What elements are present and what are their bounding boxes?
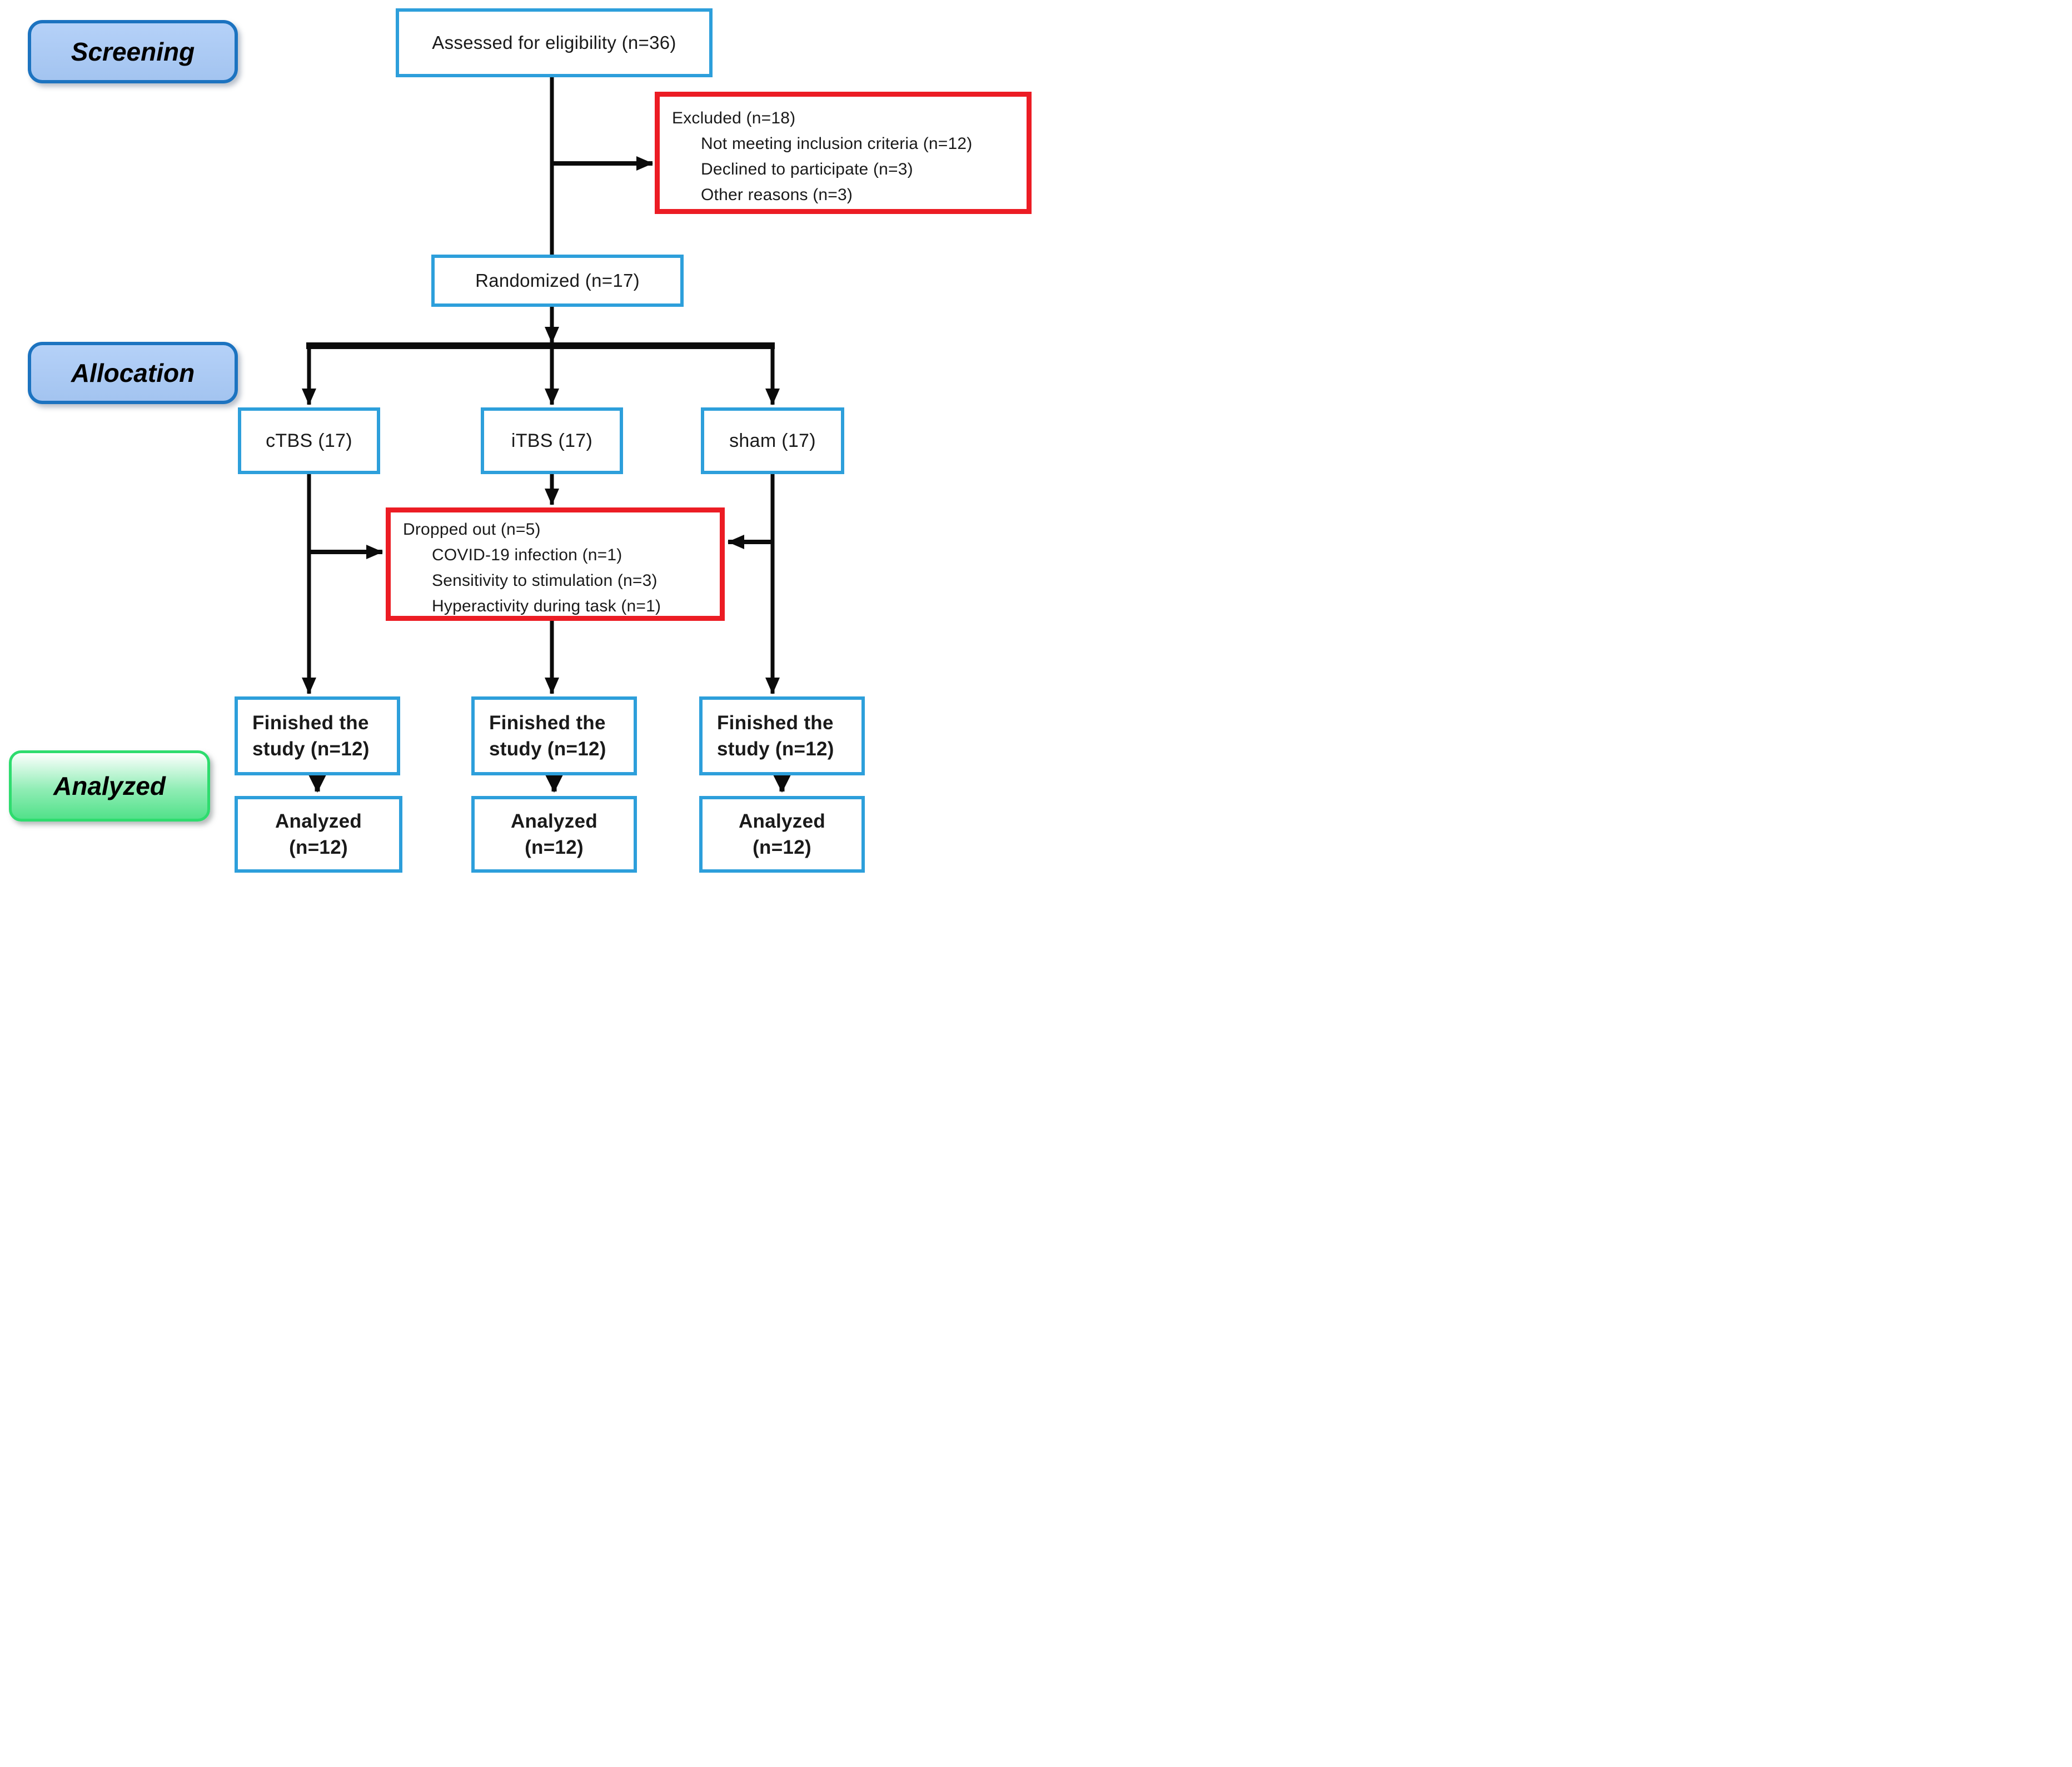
excluded-item: Not meeting inclusion criteria (n=12) bbox=[701, 135, 973, 153]
analyzed-itbs-line1: Analyzed bbox=[510, 810, 598, 832]
finished-box-sham: Finished the study (n=12) bbox=[699, 696, 865, 775]
arm-box-ctbs: cTBS (17) bbox=[238, 407, 380, 474]
dropped-out-list: Dropped out (n=5) COVID-19 infection (n=… bbox=[391, 517, 720, 619]
analyzed-sham-line1: Analyzed bbox=[738, 810, 826, 832]
stage-label-allocation: Allocation bbox=[28, 342, 238, 404]
finished-sham-line1: Finished the bbox=[717, 712, 834, 734]
excluded-item: Declined to participate (n=3) bbox=[701, 160, 913, 178]
analyzed-sham-line2: (n=12) bbox=[753, 837, 811, 858]
arm-ctbs-text: cTBS (17) bbox=[266, 430, 352, 451]
randomized-text: Randomized (n=17) bbox=[475, 270, 640, 291]
assessed-box: Assessed for eligibility (n=36) bbox=[396, 8, 713, 77]
analyzed-ctbs-line2: (n=12) bbox=[289, 837, 348, 858]
excluded-title: Excluded (n=18) bbox=[672, 109, 796, 127]
dropped-out-title: Dropped out (n=5) bbox=[403, 520, 541, 539]
assessed-text: Assessed for eligibility (n=36) bbox=[432, 32, 676, 53]
analyzed-ctbs-line1: Analyzed bbox=[275, 810, 362, 832]
arm-sham-text: sham (17) bbox=[729, 430, 816, 451]
flow-arrows bbox=[302, 77, 791, 793]
finished-box-ctbs: Finished the study (n=12) bbox=[235, 696, 400, 775]
dropped-out-box: Dropped out (n=5) COVID-19 infection (n=… bbox=[386, 507, 725, 621]
consort-flow-diagram: Screening Allocation Analyzed Assessed f… bbox=[0, 0, 1036, 884]
arm-itbs-text: iTBS (17) bbox=[511, 430, 593, 451]
finished-itbs-line2: study (n=12) bbox=[489, 738, 606, 760]
stage-label-screening: Screening bbox=[28, 20, 238, 83]
arm-box-itbs: iTBS (17) bbox=[481, 407, 623, 474]
dropped-out-item: Hyperactivity during task (n=1) bbox=[432, 597, 661, 615]
dropped-out-item: COVID-19 infection (n=1) bbox=[432, 546, 622, 564]
finished-ctbs-line2: study (n=12) bbox=[252, 738, 370, 760]
excluded-item: Other reasons (n=3) bbox=[701, 186, 853, 204]
finished-sham-line2: study (n=12) bbox=[717, 738, 834, 760]
finished-itbs-line1: Finished the bbox=[489, 712, 606, 734]
arm-box-sham: sham (17) bbox=[701, 407, 844, 474]
analyzed-itbs-line2: (n=12) bbox=[525, 837, 584, 858]
analyzed-box-ctbs: Analyzed (n=12) bbox=[235, 796, 402, 873]
excluded-box: Excluded (n=18) Not meeting inclusion cr… bbox=[655, 92, 1032, 214]
stage-label-allocation-text: Allocation bbox=[71, 359, 195, 387]
finished-box-itbs: Finished the study (n=12) bbox=[471, 696, 637, 775]
stage-label-analyzed: Analyzed bbox=[9, 750, 210, 822]
randomized-box: Randomized (n=17) bbox=[431, 255, 684, 307]
dropped-out-item: Sensitivity to stimulation (n=3) bbox=[432, 571, 658, 590]
analyzed-box-sham: Analyzed (n=12) bbox=[699, 796, 865, 873]
stage-label-screening-text: Screening bbox=[71, 37, 195, 66]
excluded-list: Excluded (n=18) Not meeting inclusion cr… bbox=[660, 106, 1027, 208]
analyzed-box-itbs: Analyzed (n=12) bbox=[471, 796, 637, 873]
stage-label-analyzed-text: Analyzed bbox=[53, 771, 166, 800]
finished-ctbs-line1: Finished the bbox=[252, 712, 369, 734]
